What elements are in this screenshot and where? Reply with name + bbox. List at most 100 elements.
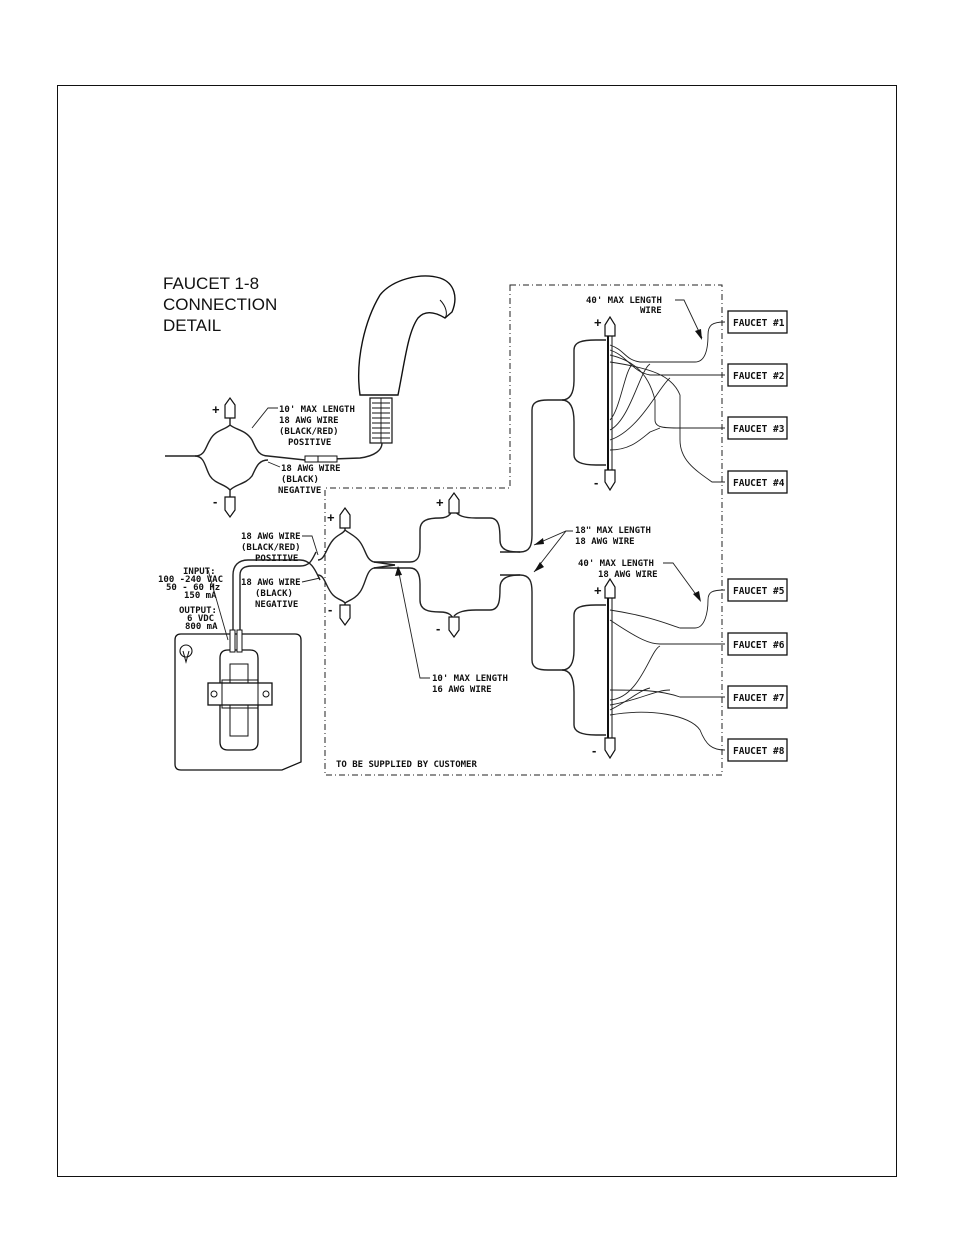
label-10ft-16awg: 10' MAX LENGTH 16 AWG WIRE bbox=[395, 566, 508, 695]
faucet-box-1: FAUCET #1 bbox=[727, 310, 788, 334]
svg-text:16 AWG WIRE: 16 AWG WIRE bbox=[432, 685, 492, 695]
faucet-box-outline bbox=[727, 470, 788, 494]
svg-text:(BLACK): (BLACK) bbox=[281, 475, 319, 485]
faucet-box-4: FAUCET #4 bbox=[727, 470, 788, 494]
wire-nut-icon bbox=[604, 469, 616, 492]
faucet-box-outline bbox=[727, 363, 788, 387]
svg-text:18 AWG WIRE: 18 AWG WIRE bbox=[241, 578, 301, 588]
upper-group-negative-feed bbox=[561, 399, 606, 466]
svg-text:18" MAX LENGTH: 18" MAX LENGTH bbox=[575, 526, 651, 536]
faucet-box-label: FAUCET #1 bbox=[733, 318, 785, 329]
svg-text:INPUT:: INPUT: bbox=[183, 567, 216, 577]
wire-nut-icon bbox=[339, 604, 351, 627]
svg-text:WIRE: WIRE bbox=[640, 306, 662, 316]
svg-text:40' MAX LENGTH: 40' MAX LENGTH bbox=[578, 559, 654, 569]
lower-group-positive-feed bbox=[500, 574, 606, 671]
wire-nut-icon bbox=[224, 396, 236, 419]
svg-text:10' MAX LENGTH: 10' MAX LENGTH bbox=[279, 405, 355, 415]
svg-text:50 - 60 Hz: 50 - 60 Hz bbox=[166, 583, 220, 593]
upper-faucet-bus bbox=[607, 321, 726, 483]
faucet-box-outline bbox=[727, 310, 788, 334]
label-40ft-upper: 40' MAX LENGTH WIRE bbox=[586, 296, 703, 340]
junction-loop-2 bbox=[419, 505, 521, 621]
page-border bbox=[57, 85, 897, 1177]
faucet-box-label: FAUCET #4 bbox=[733, 478, 785, 489]
faucet-box-label: FAUCET #6 bbox=[733, 640, 785, 651]
label-negative-wire-2: 18 AWG WIRE (BLACK) NEGATIVE bbox=[241, 577, 321, 610]
svg-text:18 AWG WIRE: 18 AWG WIRE bbox=[281, 464, 341, 474]
faucet-loop-wires bbox=[165, 415, 383, 500]
svg-text:(BLACK/RED): (BLACK/RED) bbox=[279, 427, 339, 437]
label-power-input: INPUT: 100 -240 VAC 50 - 60 Hz 150 mA OU… bbox=[158, 567, 229, 641]
upper-group-positive-feed bbox=[500, 339, 606, 553]
svg-text:40' MAX LENGTH: 40' MAX LENGTH bbox=[586, 296, 662, 306]
plus-sign: + bbox=[594, 583, 602, 598]
label-40ft-lower: 40' MAX LENGTH 18 AWG WIRE bbox=[578, 559, 701, 602]
faucet-box-3: FAUCET #3 bbox=[727, 416, 788, 440]
trunk-wire bbox=[374, 547, 421, 563]
svg-text:18 AWG WIRE: 18 AWG WIRE bbox=[241, 532, 301, 542]
power-transformer-icon bbox=[174, 629, 302, 771]
junction-loop-1 bbox=[317, 525, 396, 608]
svg-text:6 VDC: 6 VDC bbox=[187, 614, 214, 624]
minus-sign: - bbox=[213, 494, 217, 509]
svg-text:NEGATIVE: NEGATIVE bbox=[278, 486, 321, 496]
lower-group-negative-feed bbox=[561, 669, 606, 736]
svg-text:POSITIVE: POSITIVE bbox=[255, 554, 298, 564]
wire-nut-icon bbox=[339, 506, 351, 529]
label-negative-wire: 18 AWG WIRE (BLACK) NEGATIVE bbox=[267, 461, 341, 496]
faucet-spout-icon bbox=[358, 275, 456, 444]
title-line-2: CONNECTION bbox=[163, 295, 277, 314]
faucet-box-label: FAUCET #2 bbox=[733, 371, 784, 382]
svg-text:18 AWG WIRE: 18 AWG WIRE bbox=[575, 537, 635, 547]
svg-text:150 mA: 150 mA bbox=[184, 591, 217, 601]
plus-sign: + bbox=[436, 495, 444, 510]
faucet-box-5: FAUCET #5 bbox=[727, 578, 788, 602]
svg-text:18 AWG WIRE: 18 AWG WIRE bbox=[279, 416, 339, 426]
faucet-box-list: FAUCET #1 FAUCET #2 FAUCET #3 FAUCET #4 FAUC… bbox=[727, 310, 788, 762]
minus-sign: - bbox=[328, 602, 332, 617]
svg-text:800 mA: 800 mA bbox=[185, 622, 218, 632]
title-line-1: FAUCET 1-8 bbox=[163, 274, 259, 293]
title-line-3: DETAIL bbox=[163, 316, 221, 335]
plus-sign: + bbox=[327, 510, 335, 525]
svg-text:POSITIVE: POSITIVE bbox=[288, 438, 331, 448]
faucet-box-outline bbox=[727, 632, 788, 656]
faucet-box-2: FAUCET #2 bbox=[727, 363, 788, 387]
customer-supply-boundary bbox=[324, 284, 723, 776]
svg-text:OUTPUT:: OUTPUT: bbox=[179, 606, 217, 616]
faucet-box-outline bbox=[727, 416, 788, 440]
svg-text:100 -240 VAC: 100 -240 VAC bbox=[158, 575, 223, 585]
wire-nut-icon bbox=[604, 315, 616, 337]
faucet-box-outline bbox=[727, 685, 788, 709]
svg-text:18 AWG WIRE: 18 AWG WIRE bbox=[598, 570, 658, 580]
faucet-box-outline bbox=[727, 578, 788, 602]
wire-nut-icon bbox=[604, 737, 616, 760]
faucet-box-label: FAUCET #7 bbox=[733, 693, 784, 704]
svg-text:10' MAX LENGTH: 10' MAX LENGTH bbox=[432, 674, 508, 684]
svg-text:(BLACK/RED): (BLACK/RED) bbox=[241, 543, 301, 553]
transformer-positive-wire bbox=[239, 551, 317, 630]
label-10ft-positive: 10' MAX LENGTH 18 AWG WIRE (BLACK/RED) P… bbox=[251, 405, 355, 448]
minus-sign: - bbox=[592, 743, 596, 758]
minus-sign: - bbox=[436, 621, 440, 636]
diagram-title: FAUCET 1-8 CONNECTION DETAIL bbox=[163, 274, 277, 335]
customer-label: TO BE SUPPLIED BY CUSTOMER bbox=[336, 760, 477, 770]
wire-nut-icon bbox=[448, 491, 460, 514]
lower-faucet-bus bbox=[607, 589, 726, 751]
trunk-wire bbox=[374, 567, 421, 585]
wire-nut-icon bbox=[448, 616, 460, 639]
plus-sign: + bbox=[594, 315, 602, 330]
faucet-box-label: FAUCET #5 bbox=[733, 586, 785, 597]
faucet-box-8: FAUCET #8 bbox=[727, 738, 788, 762]
label-positive-wire-2: 18 AWG WIRE (BLACK/RED) POSITIVE bbox=[241, 532, 319, 564]
faucet-box-label: FAUCET #3 bbox=[733, 424, 785, 435]
faucet-box-7: FAUCET #7 bbox=[727, 685, 788, 709]
faucet-box-outline bbox=[727, 738, 788, 762]
svg-text:NEGATIVE: NEGATIVE bbox=[255, 600, 298, 610]
faucet-box-label: FAUCET #8 bbox=[733, 746, 785, 757]
wire-nut-icon bbox=[224, 496, 236, 519]
faucet-box-6: FAUCET #6 bbox=[727, 632, 788, 656]
plus-sign: + bbox=[212, 402, 220, 417]
transformer-negative-wire bbox=[232, 559, 321, 630]
